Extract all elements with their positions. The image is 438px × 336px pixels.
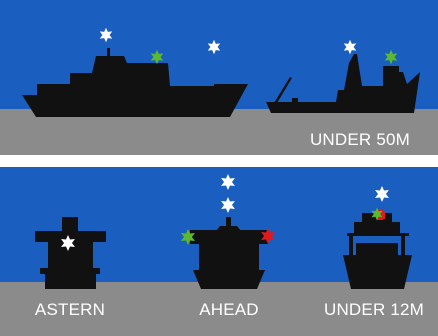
- top-panel-caption: UNDER 50M: [310, 130, 410, 149]
- bottom-sea: [0, 282, 438, 336]
- small-vessel-silhouette: [266, 54, 420, 113]
- combined-sidelight-icon: [371, 207, 385, 221]
- under-12m-caption: UNDER 12M: [324, 300, 424, 319]
- ahead-vessel-silhouette: [190, 217, 268, 289]
- top-panel: UNDER 50M: [0, 0, 438, 155]
- large-vessel-silhouette: [22, 48, 248, 117]
- bottom-panel: ASTERN AHEAD UNDER 12M: [0, 167, 438, 336]
- astern-caption: ASTERN: [35, 300, 105, 319]
- astern-vessel-silhouette: [35, 217, 106, 289]
- panel-divider: [0, 155, 438, 167]
- ahead-caption: AHEAD: [199, 300, 259, 319]
